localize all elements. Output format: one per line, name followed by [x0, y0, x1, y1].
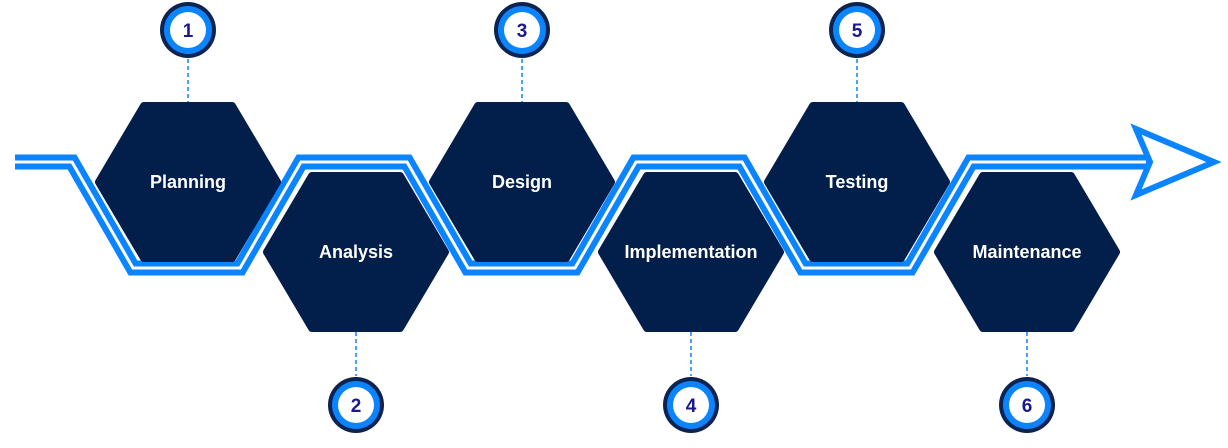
hexagon-shape — [764, 102, 950, 262]
badge-center — [338, 387, 374, 423]
badge-center — [673, 387, 709, 423]
step-number-badge: 6 — [999, 377, 1055, 433]
step-number-badge: 5 — [829, 2, 885, 58]
hexagon-shape — [95, 102, 281, 262]
step-maintenance: Maintenance 6 — [934, 172, 1120, 433]
step-implementation: Implementation 4 — [598, 172, 784, 433]
step-testing: Testing 5 — [764, 2, 950, 262]
step-analysis: Analysis 2 — [263, 172, 449, 433]
badge-center — [1009, 387, 1045, 423]
step-label: Design — [492, 172, 552, 192]
hexagon-shape — [598, 172, 784, 332]
step-label: Planning — [150, 172, 226, 192]
step-number-badge: 1 — [160, 2, 216, 58]
step-label: Maintenance — [972, 242, 1081, 262]
hexagon-shape — [934, 172, 1120, 332]
badge-center — [504, 12, 540, 48]
step-number: 6 — [1022, 396, 1033, 417]
step-number-badge: 3 — [494, 2, 550, 58]
badge-center — [839, 12, 875, 48]
badge-center — [170, 12, 206, 48]
step-number-badge: 2 — [328, 377, 384, 433]
step-number: 2 — [351, 396, 362, 417]
step-label: Analysis — [319, 242, 393, 262]
step-number: 5 — [852, 21, 863, 42]
step-number: 3 — [517, 21, 528, 42]
hexagon-shape — [263, 172, 449, 332]
step-label: Implementation — [624, 242, 757, 262]
arrow-head-icon — [1130, 123, 1222, 201]
flow-band-gap — [15, 160, 1146, 270]
step-design: Design 3 — [429, 2, 615, 262]
step-number: 4 — [686, 396, 697, 417]
step-planning: Planning 1 — [95, 2, 281, 262]
process-flow-band — [15, 123, 1222, 276]
hexagon-shape — [429, 102, 615, 262]
step-label: Testing — [826, 172, 889, 192]
step-number: 1 — [183, 21, 194, 42]
step-number-badge: 4 — [663, 377, 719, 433]
